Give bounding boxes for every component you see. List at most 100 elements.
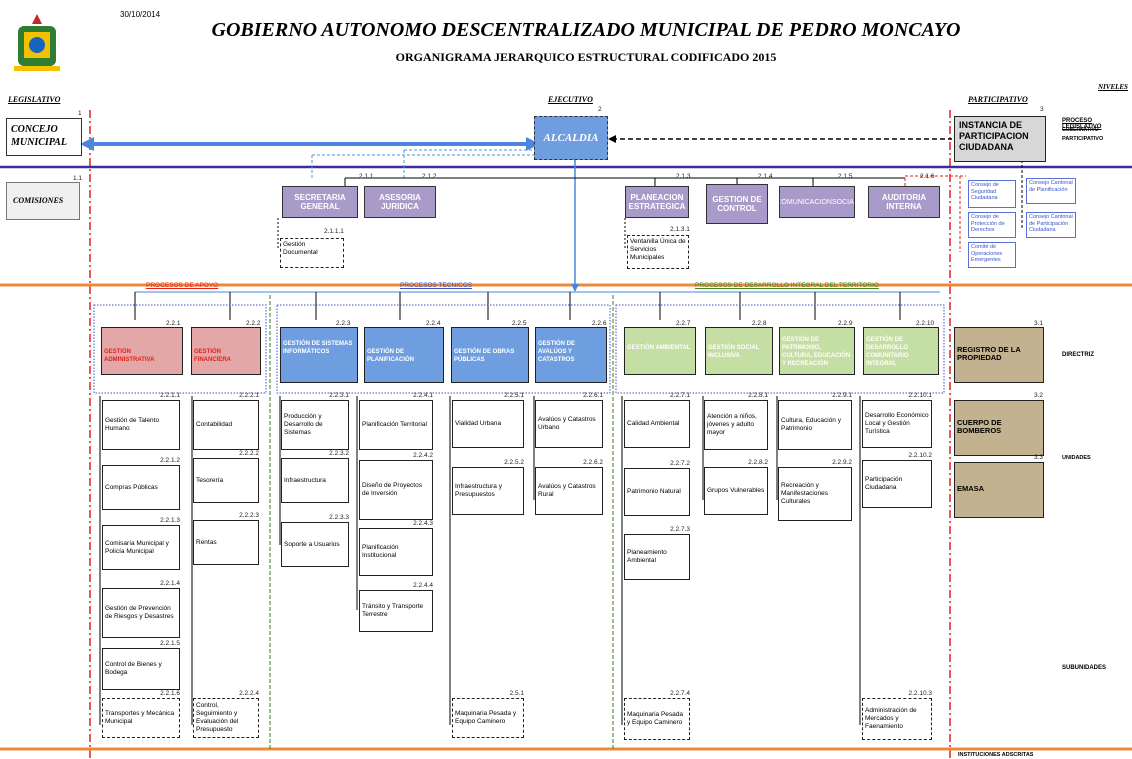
direction-label: GESTIÓN DE SISTEMAS INFORMÁTICOS [283,341,353,355]
level-proceso-legislativo: PROCESO LEGISLATIVO [1062,118,1102,130]
unit-box[interactable]: Contabilidad [193,400,259,450]
concejo-code: 1 [78,110,82,117]
unit-label: Diseño de Proyectos de Inversión [362,482,422,497]
emasa-box[interactable]: EMASA [954,462,1044,518]
unit-label: Control, Seguimiento y Evaluación del Pr… [196,702,239,733]
unit-box[interactable]: Grupos Vulnerables [704,467,768,515]
unit-box[interactable]: Avalúos y Catastros Rural [535,467,603,515]
auditoria-interna-box[interactable]: AUDITORIA INTERNA [868,186,940,218]
secretaria-general-box[interactable]: SECRETARIA GENERAL [282,186,358,218]
unit-box[interactable]: Rentas [193,520,259,565]
gestion-sistemas-box[interactable]: GESTIÓN DE SISTEMAS INFORMÁTICOS [280,327,358,383]
level-gubernativo: GUBERNATIVO [1062,127,1099,133]
unit-box[interactable]: Comisaría Municipal y Policía Municipal [102,525,180,570]
unit-label: Recreación y Manifestaciones Culturales [781,482,828,505]
unit-box[interactable]: Avalúos y Catastros Urbano [535,400,603,448]
registro-propiedad-box[interactable]: REGISTRO DE LA PROPIEDAD [954,327,1044,383]
unit-box[interactable]: Recreación y Manifestaciones Culturales [778,467,852,521]
unit-label: Avalúos y Catastros Urbano [538,416,596,431]
gestion-avaluos-box[interactable]: GESTIÓN DE AVALÚOS Y CATASTROS [535,327,607,383]
unit-box[interactable]: Participación Ciudadana [862,460,932,508]
unit-label: Infraestructura [284,476,326,484]
instancia-box[interactable]: INSTANCIA DE PARTICIPACION CIUDADANA [954,116,1046,162]
council-item[interactable]: Comité de Operaciones Emergentes [968,242,1016,268]
column-legislativo: LEGISLATIVO [8,95,61,104]
unit-code: 2.2.1.2 [160,457,180,464]
unit-box[interactable]: Cultura, Educación y Patrimonio [778,400,852,450]
process-label-territorio: PROCESOS DE DESARROLLO INTEGRAL DEL TERR… [695,282,879,289]
unit-code: 2.2.7.3 [670,526,690,533]
concejo-municipal-label: CONCEJO MUNICIPAL [11,124,67,148]
council-item[interactable]: Consejo de Seguridad Ciudadana [968,180,1016,208]
comisiones-label: COMISIONES [13,196,64,205]
unit-box[interactable]: Producción y Desarrollo de Sistemas [281,400,349,450]
council-item[interactable]: Consejo Cantonal de Participación Ciudad… [1026,212,1076,238]
unit-code: 2.2.9.1 [832,392,852,399]
adscrita-code: 3.3 [1034,454,1044,461]
unit-box[interactable]: Transportes y Mecánica Municipal [102,698,180,738]
unit-label: Desarrollo Económico Local y Gestión Tur… [865,412,929,435]
alcaldia-code: 2 [598,106,602,113]
unit-label: Compras Públicas [105,483,158,491]
staff-code: 2.1.5 [838,173,853,180]
unit-box[interactable]: Infraestructura [281,458,349,503]
unit-code: 2.2.7.4 [670,690,690,697]
date-label: 30/10/2014 [120,10,161,19]
gestion-social-box[interactable]: GESTIÓN SOCIAL INCLUSIVA [705,327,773,375]
council-item[interactable]: Consejo de Protección de Derechos [968,212,1016,238]
unit-box[interactable]: Infraestructura y Presupuestos [452,467,524,515]
direction-label: GESTIÓN DE PATRIMONIO, CULTURA, EDUCACIÓ… [782,337,851,367]
unit-box[interactable]: Vialidad Urbana [452,400,524,448]
unit-box[interactable]: Calidad Ambiental [624,400,690,448]
unit-code: 2.2.3.1 [329,392,349,399]
unit-box[interactable]: Patrimonio Natural [624,468,690,516]
unit-box[interactable]: Maquinaria Pesada y Equipo Caminero [452,698,524,738]
unit-label: Infraestructura y Presupuestos [455,483,502,498]
gestion-patrimonio-box[interactable]: GESTIÓN DE PATRIMONIO, CULTURA, EDUCACIÓ… [779,327,855,375]
gestion-documental-box[interactable]: Gestión Documental [280,238,344,268]
unit-code: 2.2.1.1 [160,392,180,399]
unit-box[interactable]: Administración de Mercados y Faenamiento [862,698,932,740]
asesoria-juridica-box[interactable]: ASESORIA JURIDICA [364,186,436,218]
unit-box[interactable]: Control de Bienes y Bodega [102,648,180,690]
unit-box[interactable]: Maquinaria Pesada y Equipo Caminero [624,698,690,740]
unit-box[interactable]: Gestión de Prevención de Riesgos y Desas… [102,588,180,638]
unit-box[interactable]: Compras Públicas [102,465,180,510]
alcaldia-box[interactable]: ALCALDIA [534,116,608,160]
unit-code: 2.2.3.2 [329,450,349,457]
unit-code: 2.2.1.3 [160,517,180,524]
unit-box[interactable]: Control, Seguimiento y Evaluación del Pr… [193,698,259,738]
unit-box[interactable]: Atención a niños, jóvenes y adulto mayor [704,400,768,450]
gestion-financiera-box[interactable]: GESTIÓN FINANCIERA [191,327,261,375]
direction-label: GESTIÓN DE PLANIFICACIÓN [367,349,414,363]
direction-code: 2.2.2 [246,320,261,327]
ventanilla-unica-box[interactable]: Ventanilla Única de Servicios Municipale… [627,235,689,269]
unit-code: 2.2.4.1 [413,392,433,399]
gestion-obras-box[interactable]: GESTIÓN DE OBRAS PÚBLICAS [451,327,529,383]
gestion-desarrollo-comunitario-box[interactable]: GESTIÓN DE DESARROLLO COMUNITARIO INTEGR… [863,327,939,375]
gestion-control-box[interactable]: GESTION DE CONTROL [706,184,768,224]
gestion-administrativa-box[interactable]: GESTIÓN ADMINISTRATIVA [101,327,183,375]
unit-box[interactable]: Tesorería [193,458,259,503]
gestion-planificacion-box[interactable]: GESTIÓN DE PLANIFICACIÓN [364,327,444,383]
unit-code: 2.2.1.5 [160,640,180,647]
unit-box[interactable]: Planificación Institucional [359,528,433,576]
cuerpo-bomberos-box[interactable]: CUERPO DE BOMBEROS [954,400,1044,456]
planeacion-estrategica-box[interactable]: PLANEACION ESTRATEGICA [625,186,689,218]
unit-box[interactable]: Gestión de Talento Humano [102,400,180,450]
direction-label: GESTIÓN DE OBRAS PÚBLICAS [454,349,515,363]
unit-box[interactable]: Planificación Territorial [359,400,433,450]
unit-code: 2.5.1 [509,690,524,697]
concejo-municipal-box[interactable]: CONCEJO MUNICIPAL [6,118,82,156]
adscrita-code: 3.2 [1034,392,1044,399]
comunicacion-social-box[interactable]: COMUNICACIONSOCIAL [779,186,855,218]
unit-code: 2.2.1.4 [160,580,180,587]
unit-box[interactable]: Diseño de Proyectos de Inversión [359,460,433,520]
unit-box[interactable]: Tránsito y Transporte Terrestre [359,590,433,632]
gestion-ambiental-box[interactable]: GESTIÓN AMBIENTAL [624,327,696,375]
unit-box[interactable]: Planeamiento Ambiental [624,534,690,580]
comisiones-box[interactable]: COMISIONES [6,182,80,220]
unit-box[interactable]: Soporte a Usuarios [281,522,349,567]
unit-box[interactable]: Desarrollo Económico Local y Gestión Tur… [862,400,932,448]
council-item[interactable]: Consejo Cantonal de Planificación [1026,178,1076,204]
